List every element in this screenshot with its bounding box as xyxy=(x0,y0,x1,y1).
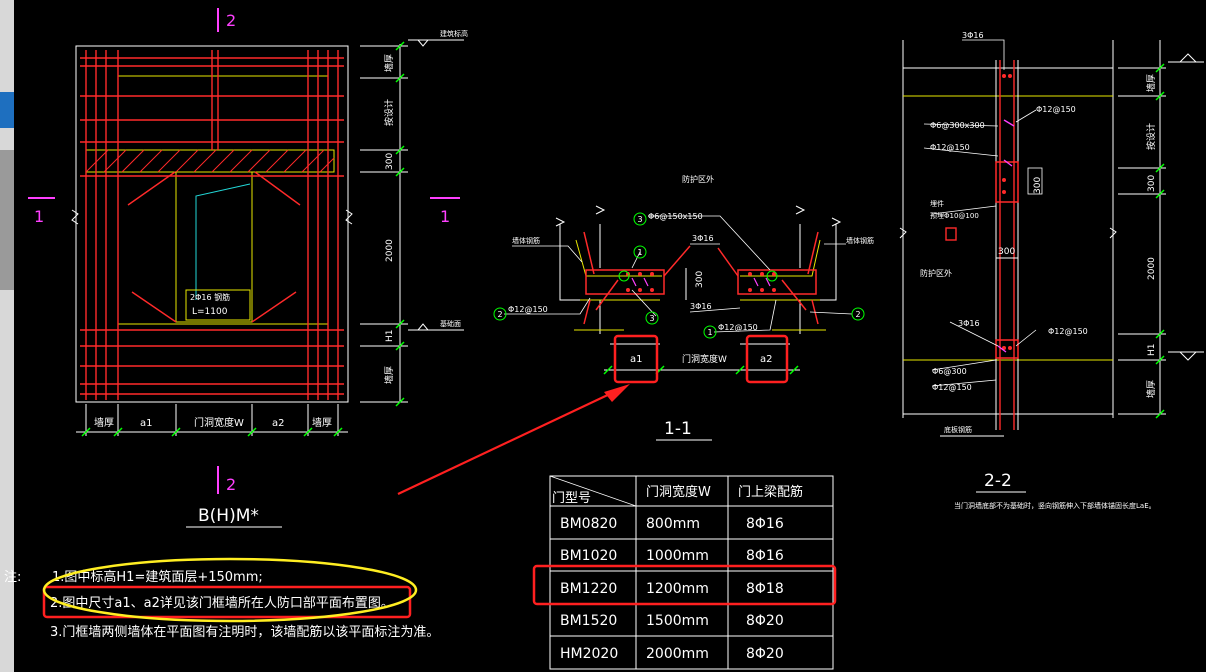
s22-low2: Φ6@300 xyxy=(932,367,967,376)
elevation-view: 2 1 1 2 xyxy=(28,8,468,528)
table-row-2-model: BM1020 xyxy=(560,548,617,564)
s11-mid-stirrup: Φ12@150 xyxy=(718,323,758,332)
s11-circle-1b: 1 xyxy=(707,328,712,337)
s11-circle-3b: 3 xyxy=(649,314,654,323)
dim-bottom-3: 门洞宽度W xyxy=(194,416,244,429)
s11-bar-b: 3Φ16 xyxy=(690,302,712,311)
s22-tie2-label: Φ12@150 xyxy=(930,143,970,152)
s11-label-right: 墙体钢筋 xyxy=(846,236,874,245)
dim-right-4: 2000 xyxy=(385,239,395,262)
note-line-2: 2.图中尺寸a1、a2详见该门框墙所在人防口部平面布置图。 xyxy=(50,595,394,611)
dim-right-2: 按设计 xyxy=(383,99,395,126)
table-row-3-width: 1200mm xyxy=(646,581,709,597)
s22-tie-label: Φ6@300x300 xyxy=(930,121,985,130)
s22-dim-300: 300 xyxy=(1033,177,1043,194)
dim-right-1: 墙厚 xyxy=(383,54,395,72)
s22-mid-label: Φ12@150 xyxy=(1036,105,1076,114)
s11-bar-a: 3Φ16 xyxy=(692,234,714,243)
highlight-a2-box xyxy=(745,334,789,384)
table-row-5-model: HM2020 xyxy=(560,646,618,662)
s11-circle-2b: 2 xyxy=(855,310,860,319)
dim-right-3: 300 xyxy=(385,153,395,170)
s22-dim-300b: 300 xyxy=(998,247,1015,257)
section-mark-right: 1 xyxy=(440,207,450,226)
dim-bottom-1: 墙厚 xyxy=(94,416,114,429)
s22-base-label: 底板钢筋 xyxy=(944,425,972,434)
side-panel-tools[interactable] xyxy=(0,150,14,290)
dim-bottom-4: a2 xyxy=(272,418,285,429)
level-label-bottom: 基础面 xyxy=(440,319,461,328)
notes-prefix: 注: xyxy=(4,570,21,585)
s11-dim-300: 300 xyxy=(695,271,705,288)
dim-right-6: 墙厚 xyxy=(383,366,395,384)
section-1-1: 防护区外 xyxy=(493,174,874,441)
elevation-title: B(H)M* xyxy=(198,506,259,526)
section-2-2: 3Φ16 Φ12@150 Φ6@300x300 Φ12@150 埋件 预埋Φ10… xyxy=(899,31,1204,510)
level-label-top: 建筑标高 xyxy=(440,29,468,38)
app-side-panel xyxy=(0,0,14,672)
s11-callout-stirrup: Φ6@150x150 xyxy=(648,212,703,221)
s22-dim-right-4: 2000 xyxy=(1147,257,1157,280)
s22-dim-right-5: H1 xyxy=(1147,344,1157,357)
note-line-1: 1.图中标高H1=建筑面层+150mm; xyxy=(52,569,263,585)
s11-top-label: 防护区外 xyxy=(682,174,714,184)
side-tab-active[interactable] xyxy=(0,92,14,128)
table-row-1-width: 800mm xyxy=(646,516,700,532)
s22-dim-right-2: 按设计 xyxy=(1145,123,1157,150)
table-row-5-width: 2000mm xyxy=(646,646,709,662)
s11-left-stirrup: Φ12@150 xyxy=(508,305,548,314)
s11-label-left: 墙体钢筋 xyxy=(512,236,540,245)
table-row-2-rebar: 8Φ16 xyxy=(746,548,784,564)
note-line-3: 3.门框墙两侧墙体在平面图有注明时，该墙配筋以该平面标注为准。 xyxy=(50,624,439,640)
table-row-4-model: BM1520 xyxy=(560,613,617,629)
s11-circle-2a: 2 xyxy=(497,310,502,319)
bar-label: 2Φ16 钢筋 xyxy=(190,292,230,302)
s11-circle-1a: 1 xyxy=(637,248,642,257)
highlight-bm1220-row xyxy=(532,564,837,606)
table-row-5-rebar: 8Φ20 xyxy=(746,646,784,662)
s22-note: 当门洞墙底部不为基础时，竖向钢筋伸入下部墙体锚固长度LaE。 xyxy=(954,501,1156,510)
s22-protect-label: 防护区外 xyxy=(920,268,952,278)
table-header-rebar: 门上梁配筋 xyxy=(738,484,803,500)
table-row-1-rebar: 8Φ16 xyxy=(746,516,784,532)
highlight-notes-ellipse xyxy=(42,557,418,623)
s11-dim-a2: a2 xyxy=(760,354,773,365)
dim-bottom-5: 墙厚 xyxy=(312,416,332,429)
dim-bottom-2: a1 xyxy=(140,418,153,429)
section-mark-left: 1 xyxy=(34,207,44,226)
table-header-width: 门洞宽度W xyxy=(646,484,711,500)
s22-bar-low: 3Φ16 xyxy=(958,319,980,328)
s11-circle-3a: 3 xyxy=(637,215,642,224)
s22-low1: Φ12@150 xyxy=(1048,327,1088,336)
section-mark-top: 2 xyxy=(226,11,236,30)
bar-length: L=1100 xyxy=(192,307,228,317)
s22-top-bar: 3Φ16 xyxy=(962,31,984,40)
s11-title: 1-1 xyxy=(664,419,692,439)
table-row-3-model: BM1220 xyxy=(560,581,617,597)
s11-dim-a1: a1 xyxy=(630,354,643,365)
s22-low3: Φ12@150 xyxy=(932,383,972,392)
notes-block: 注: 1.图中标高H1=建筑面层+150mm; 2.图中尺寸a1、a2详见该门框… xyxy=(4,557,439,640)
door-schedule-table: 门型号 门洞宽度W 门上梁配筋 BM0820 800mm 8Φ16 BM1020… xyxy=(532,475,837,670)
table-row-4-width: 1500mm xyxy=(646,613,709,629)
table-row-2-width: 1000mm xyxy=(646,548,709,564)
table-header-model: 门型号 xyxy=(552,491,591,506)
section-mark-bottom: 2 xyxy=(226,475,236,494)
highlight-a1-box xyxy=(613,334,659,384)
s22-embed-label: 埋件 xyxy=(930,199,944,208)
dim-right-5: H1 xyxy=(385,330,395,343)
highlight-note-2 xyxy=(42,585,412,619)
s22-title: 2-2 xyxy=(984,471,1012,491)
s22-dim-right-1: 墙厚 xyxy=(1145,74,1157,92)
s22-dim-right-6: 墙厚 xyxy=(1145,380,1157,398)
table-row-4-rebar: 8Φ20 xyxy=(746,613,784,629)
s22-embed2-label: 预埋Φ10@100 xyxy=(930,211,979,220)
annotation-arrow xyxy=(397,384,630,495)
table-row-3-rebar: 8Φ18 xyxy=(746,581,784,597)
s11-dim-w: 门洞宽度W xyxy=(682,353,727,365)
table-row-1-model: BM0820 xyxy=(560,516,617,532)
s22-dim-right-3: 300 xyxy=(1147,175,1157,192)
